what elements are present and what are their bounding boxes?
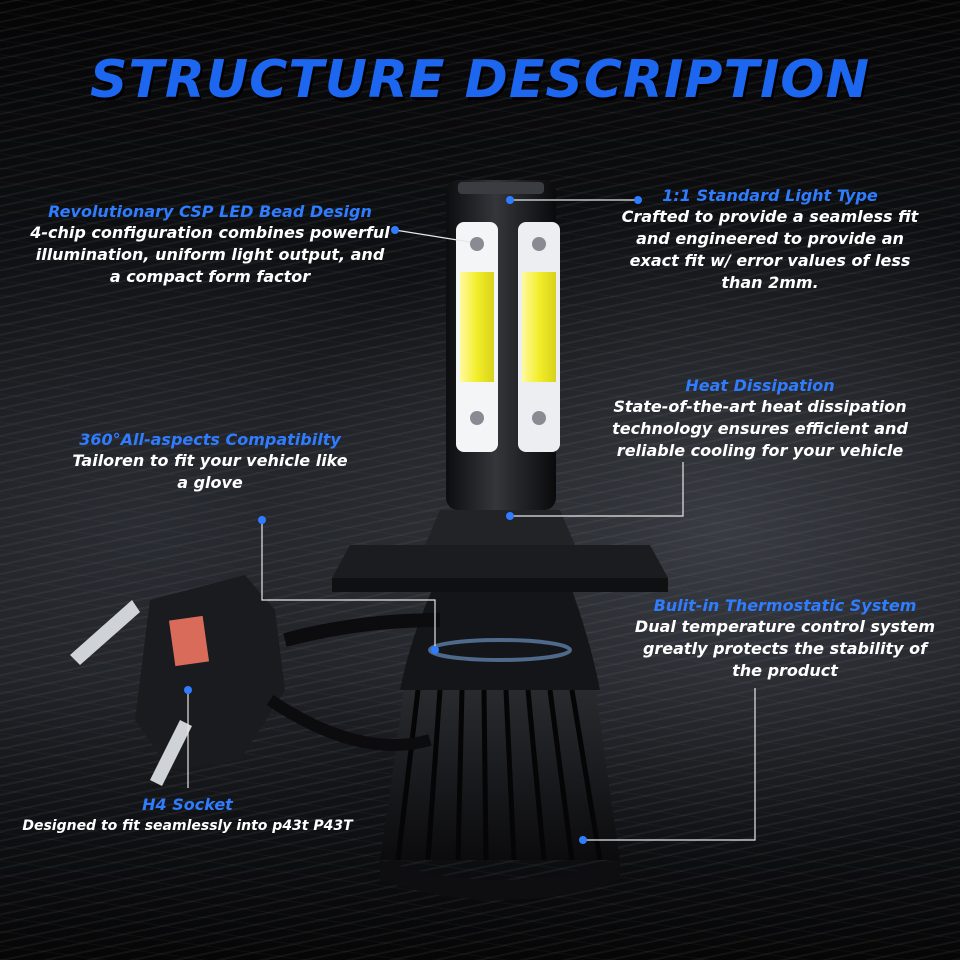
callout-body: Crafted to provide a seamless fit and en… xyxy=(621,207,919,292)
heatsink-fins xyxy=(380,680,620,900)
callout-heading: 1:1 Standard Light Type xyxy=(662,186,878,205)
callout-heat-dissipation: Heat Dissipation State-of-the-art heat d… xyxy=(590,376,930,462)
callout-body: Dual temperature control system greatly … xyxy=(634,617,936,680)
callout-thermostatic: Bulit-in Thermostatic System Dual temper… xyxy=(610,596,960,682)
page-title: STRUCTURE DESCRIPTION xyxy=(89,50,871,110)
h4-socket-plug xyxy=(70,575,441,786)
callout-heading: H4 Socket xyxy=(142,795,233,814)
callout-body: State-of-the-art heat dissipation techno… xyxy=(612,397,908,460)
callout-body: 4-chip configuration combines powerful i… xyxy=(30,223,390,286)
callout-body: Tailoren to fit your vehicle like a glov… xyxy=(72,451,348,492)
callout-compatibility: 360°All-aspects Compatibilty Tailoren to… xyxy=(40,430,380,494)
callout-heading: Revolutionary CSP LED Bead Design xyxy=(48,202,372,221)
callout-body: Designed to fit seamlessly into p43t P43… xyxy=(22,818,353,834)
callout-heading: Heat Dissipation xyxy=(685,376,835,395)
callout-csp-led: Revolutionary CSP LED Bead Design 4-chip… xyxy=(10,202,410,288)
callout-h4-socket: H4 Socket Designed to fit seamlessly int… xyxy=(10,795,365,837)
callout-heading: 360°All-aspects Compatibilty xyxy=(79,430,341,449)
callout-heading: Bulit-in Thermostatic System xyxy=(653,596,917,615)
callout-light-type: 1:1 Standard Light Type Crafted to provi… xyxy=(600,186,940,294)
